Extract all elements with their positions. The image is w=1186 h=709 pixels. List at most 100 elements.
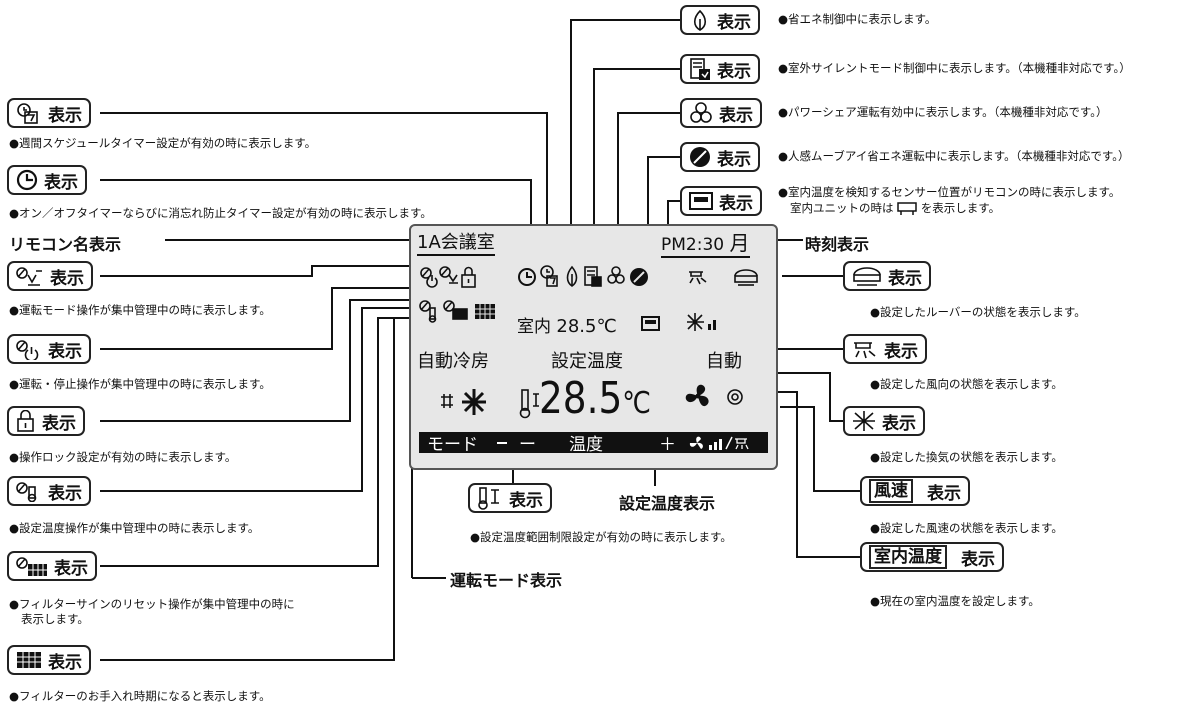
softkey-plus[interactable]: ＋ xyxy=(659,435,676,455)
eco-leaf-icon xyxy=(693,9,707,31)
softkey-fan-icon xyxy=(689,436,703,449)
setpoint-display-label: 設定温度表示 xyxy=(619,494,716,513)
clock-label: 時刻表示 xyxy=(805,235,870,254)
filter-icon xyxy=(17,652,41,668)
share-chip: 表示 xyxy=(680,98,762,128)
sensor-desc-2a: 室内ユニットの時は xyxy=(790,201,894,215)
vent-chip: 表示 xyxy=(843,406,925,436)
chip-label: 表示 xyxy=(927,483,961,504)
weekly-schedule-chip: 表示 xyxy=(7,98,91,128)
remote-sensor-icon xyxy=(641,316,660,331)
chip-label: 表示 xyxy=(888,268,922,289)
power-share-icon xyxy=(690,102,712,123)
clock-icon xyxy=(518,268,536,286)
mode-central-chip: 表示 xyxy=(7,261,93,291)
timer-chip: 表示 xyxy=(7,165,87,195)
louver-icon xyxy=(734,269,758,286)
motion-eco-icon xyxy=(630,268,648,286)
louver-desc: ●設定したルーバーの状態を表示します。 xyxy=(870,305,1086,319)
softkey-mode[interactable]: モード xyxy=(427,435,478,455)
roomtemp-desc: ●現在の室内温度を設定します。 xyxy=(870,594,1040,608)
setpoint-central-chip: 表示 xyxy=(7,476,91,506)
setpoint-central-desc: ●設定温度操作が集中管理中の時に表示します。 xyxy=(9,521,260,535)
chip-label: 表示 xyxy=(882,413,916,434)
chip-label: 表示 xyxy=(509,490,543,511)
sensor-desc-2: 室内ユニットの時は を表示します。 xyxy=(790,201,1000,216)
eco-chip: 表示 xyxy=(680,5,760,35)
ventilation-icon xyxy=(687,313,716,331)
airflow-desc: ●設定した風向の状態を表示します。 xyxy=(870,377,1063,391)
chip-label: 表示 xyxy=(44,172,78,193)
chip-label: 表示 xyxy=(717,149,751,170)
remote-sensor-icon xyxy=(689,192,713,210)
room-temp-label: 室内 xyxy=(517,317,551,337)
silent-desc: ●室外サイレントモード制御中に表示します。（本機種非対応です。） xyxy=(778,61,1131,75)
lcd-mode-icons xyxy=(441,389,486,415)
setpoint-label: 設定温度 xyxy=(551,351,623,372)
chip-label: 表示 xyxy=(48,105,82,126)
weekly-schedule-icon xyxy=(17,103,38,124)
remocon-name-label: リモコン名表示 xyxy=(9,235,122,254)
centralized-mode-icon xyxy=(439,266,458,284)
softkey-fan-icons[interactable] xyxy=(689,435,767,451)
chip-label: 表示 xyxy=(717,12,751,33)
filter-icon xyxy=(475,304,495,319)
lcd-left-icons-2 xyxy=(419,300,495,323)
chip-label: 表示 xyxy=(42,413,76,434)
leader-eco xyxy=(570,19,680,272)
sensor-chip: 表示 xyxy=(680,186,762,216)
filter-central-desc-2: 表示します。 xyxy=(21,612,89,626)
clock-icon xyxy=(16,169,38,191)
silent-chip: 表示 xyxy=(680,54,760,84)
fanspeed-box: 風速 xyxy=(869,479,913,503)
clock-day: 月 xyxy=(729,231,750,255)
onoff-central-desc: ●運転・停止操作が集中管理中の時に表示します。 xyxy=(9,377,271,391)
filter-desc: ●フィルターのお手入れ時期になると表示します。 xyxy=(9,689,271,703)
fanspeed-chip: 風速 表示 xyxy=(860,476,970,506)
softkey-temp[interactable]: 温度 xyxy=(569,435,603,455)
room-temp-value: 28.5℃ xyxy=(556,316,617,337)
centralized-onoff-icon xyxy=(16,340,39,360)
mode-central-desc: ●運転モード操作が集中管理中の時に表示します。 xyxy=(9,303,271,317)
lcd-right-icons xyxy=(689,269,758,286)
airflow-chip: 表示 xyxy=(843,334,927,364)
chip-label: 表示 xyxy=(48,483,82,504)
centralized-onoff-icon xyxy=(420,267,438,288)
fan-icon xyxy=(685,384,709,407)
setpoint-value: 28.5 xyxy=(539,373,623,424)
filter-chip: 表示 xyxy=(7,645,91,675)
chip-label: 表示 xyxy=(48,341,82,362)
indoor-fan-swirl-icon xyxy=(727,389,743,405)
softkey-minus[interactable]: ー xyxy=(519,435,536,455)
power-share-icon xyxy=(607,266,625,284)
snowflake-icon xyxy=(462,389,486,415)
leader-share xyxy=(617,112,680,272)
filter-central-desc-1: ●フィルターサインのリセット操作が集中管理中の時に xyxy=(9,597,295,611)
range-limit-desc: ●設定温度範囲制限設定が有効の時に表示します。 xyxy=(470,530,732,544)
fan-display-icons xyxy=(685,384,743,407)
eco-leaf-icon xyxy=(566,265,578,287)
leader-mode-central xyxy=(100,265,423,277)
louver-icon xyxy=(853,267,881,286)
motion-eco-icon xyxy=(690,147,710,167)
lock-icon xyxy=(17,410,34,432)
mode-text: 自動冷房 xyxy=(417,351,489,372)
vent-desc: ●設定した換気の状態を表示します。 xyxy=(870,450,1063,464)
softkey-bar: モード ー 温度 ＋ xyxy=(419,432,768,455)
lcd-screen: 1A会議室 PM2:30 月 室内 28.5℃ xyxy=(409,224,778,470)
onoff-central-chip: 表示 xyxy=(7,334,91,364)
leader-onoff-central xyxy=(100,287,423,350)
motion-chip: 表示 xyxy=(680,142,760,172)
clock-display: PM2:30 月 xyxy=(661,232,750,258)
lock-icon xyxy=(461,266,476,288)
centralized-setpoint-icon xyxy=(419,300,437,323)
airflow-direction-icon xyxy=(689,271,707,285)
motion-desc: ●人感ムーブアイ省エネ運転中に表示します。（本機種非対応です。） xyxy=(778,149,1130,163)
sensor-desc-2b: を表示します。 xyxy=(920,201,1001,215)
silent-mode-icon xyxy=(584,266,602,287)
chip-label: 表示 xyxy=(961,549,995,570)
lock-chip: 表示 xyxy=(7,406,85,436)
filter-central-chip: 表示 xyxy=(7,551,97,581)
softkey-separator-1 xyxy=(497,442,507,444)
chip-label: 表示 xyxy=(884,341,918,362)
